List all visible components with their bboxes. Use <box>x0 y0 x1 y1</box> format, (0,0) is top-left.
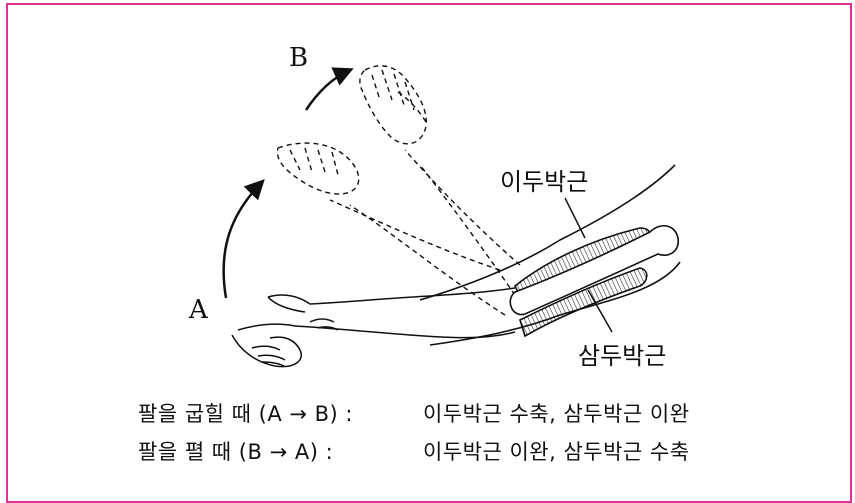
motion-arrow-a-to-mid <box>224 182 262 298</box>
label-triceps: 삼두박근 <box>578 342 666 370</box>
caption-flexion: 팔을 굽힐 때 (A → B) :이두박근 수축, 삼두박근 이완 <box>138 398 690 428</box>
caption-extension-result: 이두박근 이완, 삼두박근 수축 <box>423 440 690 464</box>
motion-arrow-mid-to-b <box>306 70 350 110</box>
caption-flexion-result: 이두박근 수축, 삼두박근 이완 <box>423 402 690 426</box>
label-point-a: A <box>188 295 209 325</box>
forearm-hand-a <box>232 288 515 367</box>
label-biceps: 이두박근 <box>500 168 588 196</box>
caption-extension: 팔을 펼 때 (B → A) :이두박근 이완, 삼두박근 수축 <box>138 436 690 466</box>
caption-extension-action: 팔을 펼 때 (B → A) : <box>138 436 423 466</box>
forearm-dashed-positions <box>277 66 525 315</box>
caption-flexion-action: 팔을 굽힐 때 (A → B) : <box>138 398 423 428</box>
label-point-b: B <box>289 43 308 73</box>
